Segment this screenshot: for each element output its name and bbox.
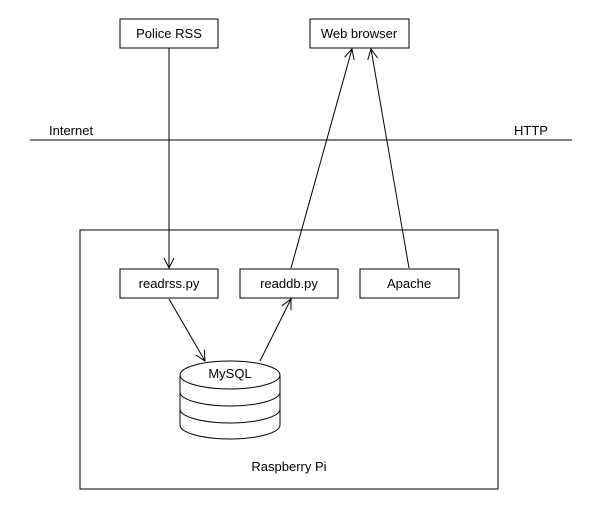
arrow-readrss-to-mysql xyxy=(168,298,205,361)
arrow-mysql-to-readdb xyxy=(259,299,291,362)
readdb-node: readdb.py xyxy=(239,268,339,299)
readrss-node: readrss.py xyxy=(119,268,219,299)
readdb-label: readdb.py xyxy=(260,276,318,291)
police-rss-label: Police RSS xyxy=(136,26,202,41)
apache-node: Apache xyxy=(359,268,460,299)
arrow-apache-to-web-browser xyxy=(371,49,410,269)
web-browser-label: Web browser xyxy=(321,26,398,41)
apache-label: Apache xyxy=(387,276,431,291)
police-rss-node: Police RSS xyxy=(119,18,219,49)
http-label: HTTP xyxy=(514,123,548,138)
internet-label: Internet xyxy=(49,123,93,138)
mysql-database-icon: MySQL xyxy=(179,360,281,440)
readrss-label: readrss.py xyxy=(139,276,200,291)
raspberry-pi-label: Raspberry Pi xyxy=(251,459,326,474)
arrow-readdb-to-web-browser xyxy=(290,49,352,269)
web-browser-node: Web browser xyxy=(309,18,410,49)
mysql-label: MySQL xyxy=(208,366,251,381)
